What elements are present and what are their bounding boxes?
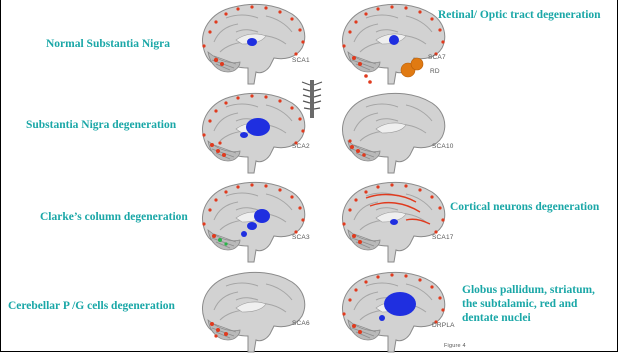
retina-icon bbox=[400, 56, 426, 80]
label-clarkes-column: Clarke’s column degeneration bbox=[40, 211, 188, 225]
code-sca1: SCA1 bbox=[292, 57, 310, 64]
code-sca10: SCA10 bbox=[432, 143, 454, 150]
label-retinal-optic-tract: Retinal/ Optic tract degeneration bbox=[438, 9, 601, 23]
code-drpla: DRPLA bbox=[432, 322, 455, 329]
brain-sca2 bbox=[196, 91, 308, 175]
brain-sca1 bbox=[196, 2, 308, 86]
code-sca2: SCA2 bbox=[292, 143, 310, 150]
label-globus-line-3: dentate nuclei bbox=[462, 311, 595, 325]
code-sca3: SCA3 bbox=[292, 234, 310, 241]
label-cortical-neurons: Cortical neurons degeneration bbox=[450, 201, 599, 215]
code-sca6: SCA6 bbox=[292, 320, 310, 327]
brain-sca17 bbox=[336, 180, 448, 264]
label-normal-substantia-nigra: Normal Substantia Nigra bbox=[46, 38, 170, 52]
brain-sca6 bbox=[196, 270, 308, 354]
brain-sca10 bbox=[336, 91, 448, 175]
code-rd: RD bbox=[430, 68, 440, 75]
code-sca7: SCA7 bbox=[428, 54, 446, 61]
brain-sca3 bbox=[196, 180, 308, 264]
figure-caption: Figure 4 bbox=[444, 343, 466, 349]
label-globus-line-2: the subtalamic, red and bbox=[462, 297, 595, 311]
brain-drpla bbox=[336, 270, 448, 354]
label-cerebellar-cells: Cerebellar P /G cells degeneration bbox=[8, 300, 175, 314]
label-substantia-nigra-degeneration: Substantia Nigra degeneration bbox=[26, 119, 176, 133]
code-sca17: SCA17 bbox=[432, 234, 454, 241]
label-globus-pallidum: Globus pallidum, striatum, the subtalami… bbox=[462, 283, 595, 325]
label-globus-line-1: Globus pallidum, striatum, bbox=[462, 283, 595, 297]
